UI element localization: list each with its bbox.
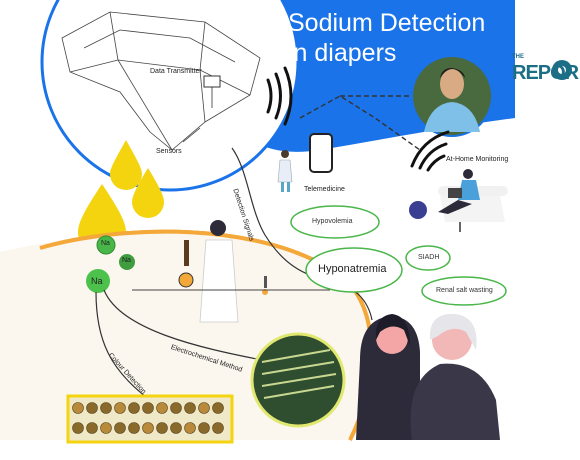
sample-well: [156, 422, 168, 434]
oval-hyponatremia: [305, 247, 403, 293]
sample-well: [212, 422, 224, 434]
portrait-hair: [440, 68, 465, 78]
telemedicine-dashed-link: [299, 95, 421, 151]
sample-well: [114, 402, 126, 414]
portrait-face: [440, 69, 464, 99]
na-ion-3: [86, 269, 110, 293]
data-transmitter-label: Data Transmitter: [150, 68, 202, 75]
sample-well: [128, 422, 140, 434]
na-ion-2: [119, 254, 135, 270]
smartphone-icon: [309, 133, 333, 173]
oval-renal: [421, 276, 507, 306]
sample-well: [184, 402, 196, 414]
sample-well: [184, 422, 196, 434]
hyponatremia-label: Hyponatremia: [318, 263, 387, 275]
oval-siadh: [405, 245, 451, 271]
portrait-shirt: [424, 102, 480, 132]
sample-well: [198, 422, 210, 434]
diaper-circle: [40, 0, 300, 192]
sample-well: [170, 402, 182, 414]
logo-the: THE: [512, 54, 524, 60]
oval-hypovolemia: [290, 205, 380, 239]
sample-well: [72, 402, 84, 414]
sample-well: [156, 402, 168, 414]
sample-well: [114, 422, 126, 434]
logo-badge-inner: [558, 66, 566, 74]
sample-well: [142, 422, 154, 434]
na-ion-label-2: Na: [122, 257, 131, 264]
sample-well: [72, 422, 84, 434]
sample-well: [170, 422, 182, 434]
siadh-label: SIADH: [418, 254, 440, 261]
telemedicine-label: Telemedicine: [304, 186, 345, 193]
sample-well: [198, 402, 210, 414]
mother-and-elder-illustration: [356, 313, 500, 440]
home-wifi-icon: [410, 130, 450, 172]
title-line-1: Sodium Detection: [288, 9, 486, 37]
title-line-2: in diapers: [288, 39, 397, 67]
sample-well: [212, 402, 224, 414]
na-ion-label-1: Na: [101, 240, 110, 247]
renal-salt-wasting-label: Renal salt wasting: [436, 287, 493, 294]
electrode-traces: [261, 349, 337, 399]
doctor-icon: [277, 150, 293, 192]
na-ion-label-3: Na: [91, 276, 103, 286]
sample-wells: [72, 402, 224, 434]
data-transmitter-box: [203, 75, 221, 88]
sample-well: [100, 402, 112, 414]
home-monitoring-illustration: [409, 169, 508, 232]
electrochemical-curve: [103, 289, 263, 361]
sample-well: [86, 422, 98, 434]
sensors-label: Sensors: [156, 148, 182, 155]
diaper-icon: [61, 11, 261, 151]
colour-detection-curve: [95, 291, 151, 401]
transmitter-wifi-icon: [266, 66, 293, 126]
na-ion-1: [96, 235, 116, 255]
hypovolemia-label: Hypovolemia: [312, 218, 353, 225]
home-monitoring-label: At-Home Monitoring: [446, 156, 509, 163]
sample-well: [142, 402, 154, 414]
sample-well: [100, 422, 112, 434]
sample-well: [128, 402, 140, 414]
sample-well: [86, 402, 98, 414]
scientist-illustration: [132, 220, 330, 323]
logo-reporter: REPOR: [512, 62, 579, 84]
sensors-pointer: [182, 127, 201, 143]
